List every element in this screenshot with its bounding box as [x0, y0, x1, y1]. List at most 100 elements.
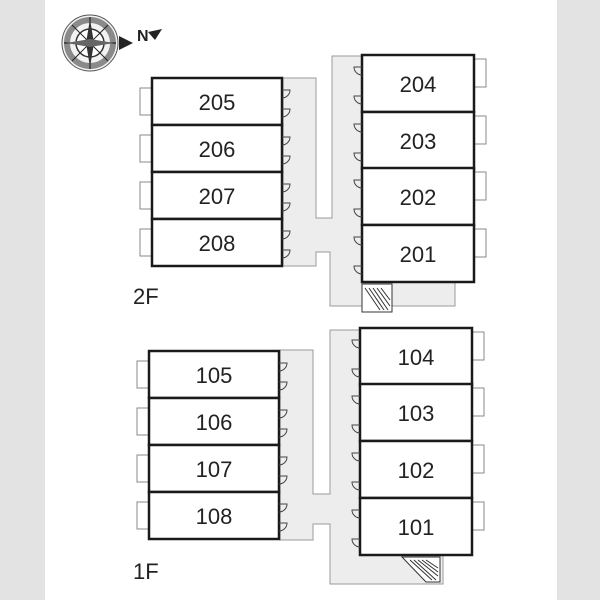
north-label: N: [137, 28, 149, 45]
door-icon: [281, 136, 291, 146]
door-icon: [278, 456, 288, 466]
door-icon: [281, 202, 291, 212]
door-icon: [353, 179, 363, 189]
door-icon: [278, 503, 288, 513]
room-outline-108: [147, 490, 281, 541]
room-number-205: 205: [199, 90, 236, 115]
room-206[interactable]: 206: [139, 123, 291, 174]
room-number-204: 204: [400, 72, 437, 97]
north-pointer-icon: [148, 29, 162, 40]
door-icon: [351, 538, 361, 548]
balcony-101: [471, 501, 485, 531]
room-outline-104: [358, 326, 474, 387]
room-207[interactable]: 207: [139, 170, 291, 221]
room-outline-106: [147, 396, 281, 447]
compass-rose-icon: [61, 14, 133, 72]
balcony-202: [473, 171, 487, 201]
door-icon: [281, 89, 291, 99]
balcony-102: [471, 444, 485, 474]
rooms-layer: 205 206 207 208 204 203 202 201 105 106 107 108 104 1…: [136, 53, 487, 557]
room-outline-204: [360, 53, 476, 114]
room-number-208: 208: [199, 231, 236, 256]
room-208[interactable]: 208: [139, 217, 291, 268]
room-201[interactable]: 201: [353, 223, 487, 284]
room-103[interactable]: 103: [351, 382, 485, 443]
room-number-206: 206: [199, 137, 236, 162]
door-icon: [351, 395, 361, 405]
room-107[interactable]: 107: [136, 443, 288, 494]
balcony-204: [473, 58, 487, 88]
room-number-108: 108: [196, 504, 233, 529]
room-202[interactable]: 202: [353, 166, 487, 227]
staircase-2f: [361, 283, 393, 313]
room-number-107: 107: [196, 457, 233, 482]
door-icon: [278, 381, 288, 391]
room-101[interactable]: 101: [351, 496, 485, 557]
door-icon: [278, 409, 288, 419]
door-icon: [353, 265, 363, 275]
room-outline-101: [358, 496, 474, 557]
room-number-103: 103: [398, 401, 435, 426]
balcony-201: [473, 228, 487, 258]
room-number-203: 203: [400, 129, 437, 154]
door-icon: [281, 155, 291, 165]
door-icon: [281, 183, 291, 193]
room-outline-103: [358, 382, 474, 443]
room-205[interactable]: 205: [139, 76, 291, 127]
room-outline-102: [358, 439, 474, 500]
balcony-206: [139, 134, 153, 163]
balcony-205: [139, 87, 153, 116]
room-outline-203: [360, 110, 476, 171]
door-icon: [281, 108, 291, 118]
door-icon: [353, 95, 363, 105]
room-203[interactable]: 203: [353, 110, 487, 171]
room-102[interactable]: 102: [351, 439, 485, 500]
door-icon: [278, 522, 288, 532]
door-icon: [351, 424, 361, 434]
room-105[interactable]: 105: [136, 349, 288, 400]
room-outline-201: [360, 223, 476, 284]
door-icon: [281, 249, 291, 259]
room-outline-208: [150, 217, 284, 268]
door-icon: [353, 208, 363, 218]
floor-label-1f: 1F: [133, 559, 159, 584]
north-arrow-icon: [119, 36, 133, 50]
balcony-103: [471, 387, 485, 417]
room-number-106: 106: [196, 410, 233, 435]
room-outline-207: [150, 170, 284, 221]
balcony-105: [136, 360, 150, 389]
door-icon: [278, 475, 288, 485]
door-icon: [351, 481, 361, 491]
door-icon: [278, 362, 288, 372]
door-icon: [351, 339, 361, 349]
door-icon: [281, 230, 291, 240]
room-106[interactable]: 106: [136, 396, 288, 447]
room-number-105: 105: [196, 363, 233, 388]
room-number-101: 101: [398, 515, 435, 540]
door-icon: [353, 66, 363, 76]
balcony-106: [136, 407, 150, 436]
door-icon: [353, 152, 363, 162]
room-outline-105: [147, 349, 281, 400]
door-icon: [353, 236, 363, 246]
balcony-203: [473, 115, 487, 145]
room-number-201: 201: [400, 242, 437, 267]
door-icon: [351, 368, 361, 378]
room-outline-206: [150, 123, 284, 174]
balcony-208: [139, 228, 153, 257]
room-204[interactable]: 204: [353, 53, 487, 114]
balcony-207: [139, 181, 153, 210]
staircase-1f: [400, 556, 441, 583]
door-icon: [278, 428, 288, 438]
room-number-207: 207: [199, 184, 236, 209]
floor-label-2f: 2F: [133, 284, 159, 309]
room-104[interactable]: 104: [351, 326, 485, 387]
room-outline-205: [150, 76, 284, 127]
room-number-202: 202: [400, 185, 437, 210]
room-108[interactable]: 108: [136, 490, 288, 541]
room-outline-107: [147, 443, 281, 494]
balcony-108: [136, 501, 150, 530]
door-icon: [353, 123, 363, 133]
